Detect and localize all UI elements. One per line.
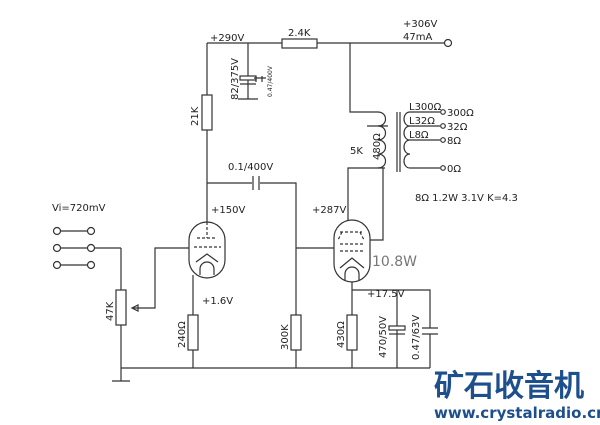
label-0-1-400v: 0.1/400V [228,162,273,173]
label-306v: +306V [403,19,437,30]
output-transformer [377,109,446,172]
tube-v2 [333,219,371,283]
label-300k: 300K [280,324,291,350]
label-power: 10.8W [372,254,417,270]
label-287v: +287V [312,205,346,216]
tap-0: 0Ω [447,164,461,175]
label-290v: +290V [210,33,244,44]
label-47k: 47K [105,301,116,321]
label-47ma: 47mA [403,32,432,43]
label-l32: L32Ω [409,116,435,127]
label-l8: L8Ω [409,130,429,141]
logo-title: 矿石收音机 [434,369,584,404]
tap-300: 300Ω [447,108,474,119]
logo-url: www.crystalradio.cn [434,404,600,422]
label-150v: +150V [211,205,245,216]
label-17-5v: +17.5V [367,289,405,300]
label-vi: Vi=720mV [52,203,106,214]
input-jacks [52,226,96,270]
b-plus-terminal [443,38,453,48]
label-430: 430Ω [336,321,347,348]
output-spec: 8Ω 1.2W 3.1V K=4.3 [415,193,518,204]
label-0-47-400v: 0.47/400V [267,65,274,97]
label-l300: L300Ω [409,102,442,113]
capacitors [239,75,440,335]
label-82-375v: 82/375V [230,58,241,100]
label-21k: 21K [190,106,201,126]
label-0-47-63v: 0.47/63V [411,315,422,360]
label-480: 480Ω [372,133,383,160]
tap-8: 8Ω [447,136,461,147]
label-5k: 5K [350,146,363,157]
label-240: 240Ω [177,321,188,348]
resistors [115,38,358,351]
label-470-50v: 470/50V [378,316,389,358]
tap-32: 32Ω [447,122,468,133]
label-2-4k: 2.4K [288,28,311,39]
label-1-6v: +1.6V [202,296,233,307]
tube-v1 [188,221,226,279]
